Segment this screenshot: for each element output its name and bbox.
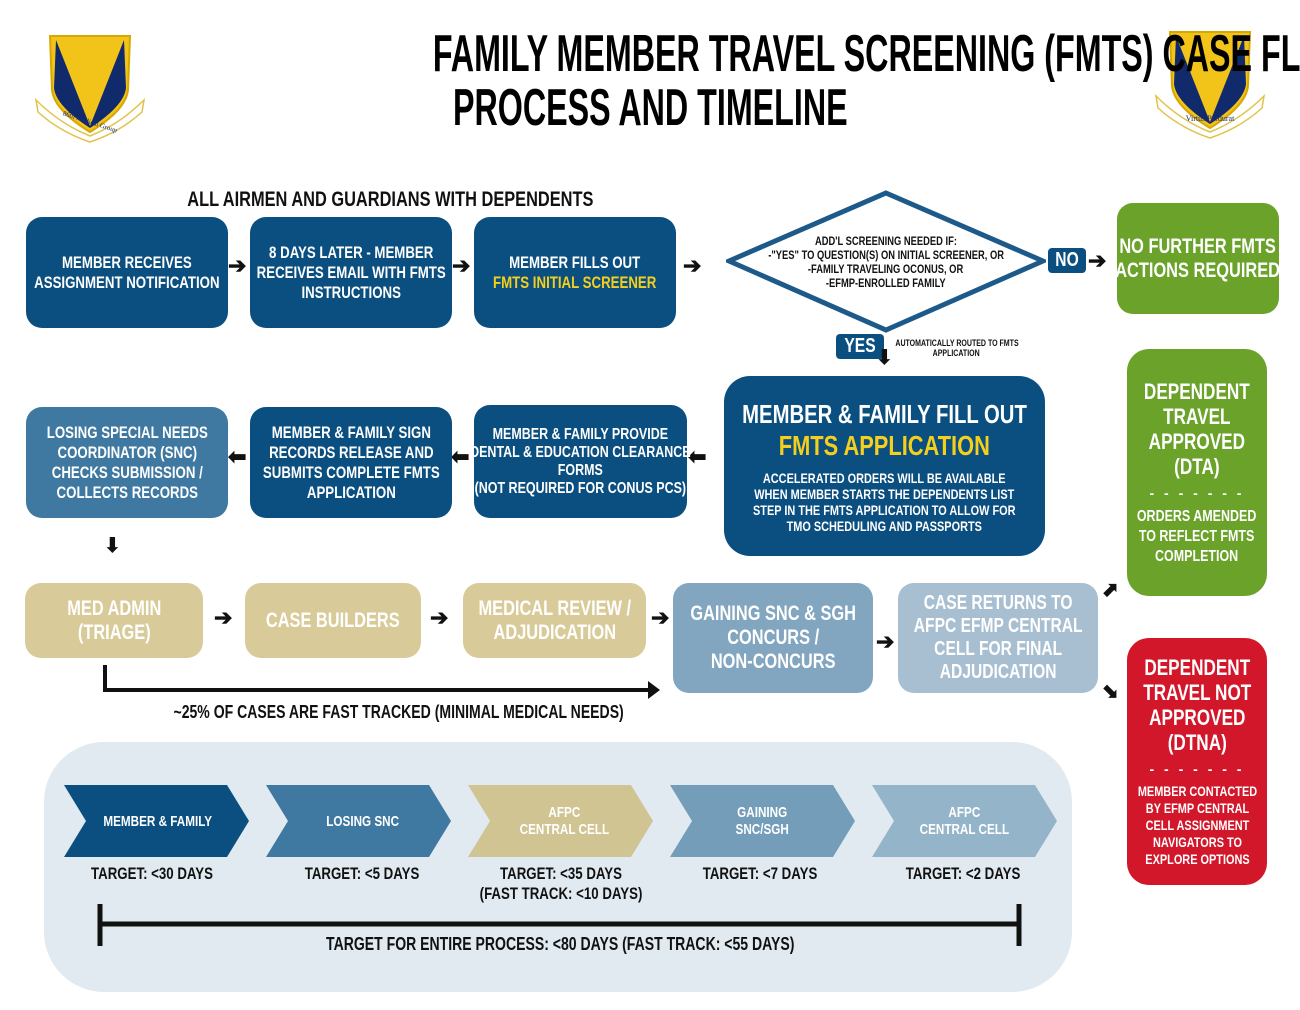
- step-medical-review: Medical Review /Adjudication: [463, 583, 646, 658]
- no-badge: NO: [1048, 248, 1086, 273]
- timeline-stage-label: Losing SNC: [326, 812, 399, 830]
- yes-badge: YES: [836, 334, 885, 359]
- right-logo: Virtus Perdurat: [1150, 24, 1270, 139]
- step-losing-snc: Losing Special NeedsCoordinator (SNC)che…: [26, 407, 228, 518]
- timeline-chevron: [64, 785, 249, 857]
- fast-track-connector: [103, 665, 660, 699]
- outcome-dtna: DependentTravel NotApproved(DTNA) - - - …: [1127, 638, 1267, 885]
- step-case-builders: Case Builders: [245, 583, 421, 658]
- arrow-down-icon: ⬇: [876, 347, 893, 369]
- arrow-right-icon: ➔: [683, 253, 702, 278]
- step-fmts-application: Member & Family fill out FMTS Applicatio…: [724, 376, 1045, 556]
- step-fmts-email: 8 days later - memberreceives email with…: [250, 217, 452, 328]
- arrow-right-icon: ➔: [214, 605, 233, 630]
- step-initial-screener: Member fills outFMTS Initial Screener: [474, 217, 676, 328]
- outcome-dta: DependentTravelApproved(DTA) - - - - - -…: [1127, 349, 1267, 596]
- timeline-target: Target: <35 Days(Fast Track: <10 Days): [479, 864, 643, 903]
- step-records-release: Member & Family signrecords release ands…: [250, 407, 452, 518]
- page-title-line-1: Family Member Travel Screening (FMTS) Ca…: [432, 25, 1300, 83]
- timeline-chevron: [670, 785, 855, 857]
- timeline-target: Target: <30 Days: [91, 864, 213, 883]
- fast-track-note: ~25% of cases are fast tracked (minimal …: [173, 702, 624, 722]
- timeline-chevron: [872, 785, 1057, 857]
- arrow-down-icon: ⬇: [104, 535, 121, 557]
- total-target: Target for entire process: <80 days (Fas…: [326, 934, 795, 954]
- arrow-right-icon: ➔: [651, 605, 670, 630]
- arrow-left-icon: ⬅: [451, 444, 470, 469]
- timeline-stage-label: GainingSNC/SGH: [735, 804, 790, 838]
- step-clearance-forms: Member & Family providedental & educatio…: [470, 405, 691, 518]
- section-label: All Airmen and Guardians with Dependents: [187, 188, 594, 211]
- page-title-line-2: Process and Timeline: [452, 79, 848, 137]
- timeline-target: Target: <5 Days: [304, 864, 420, 883]
- right-logo-banner-text: Virtus Perdurat: [1185, 114, 1235, 123]
- left-logo: 86th Medical Group: [30, 28, 150, 143]
- timeline-target: Target: <2 Days: [905, 864, 1021, 883]
- shield-emblem-icon: [34, 35, 146, 143]
- step-gaining-snc: Gaining SNC & SGHconcurs /non-concurs: [673, 583, 873, 693]
- arrow-right-icon: ➔: [876, 629, 895, 654]
- total-duration-bracket: [97, 904, 1022, 946]
- timeline-chevron: [266, 785, 451, 857]
- arrow-down-right-icon: ⬊: [1102, 681, 1119, 703]
- step-assignment-notification: Member receivesassignment notification: [26, 217, 228, 328]
- arrow-right-icon: ➔: [228, 253, 247, 278]
- timeline-target: Target: <7 Days: [702, 864, 818, 883]
- step-med-admin: Med Admin(Triage): [25, 583, 203, 658]
- timeline-stage-label: AFPCCentral Cell: [919, 804, 1010, 838]
- arrow-right-icon: ➔: [452, 253, 471, 278]
- shield-emblem-icon: [1154, 31, 1266, 139]
- decision-criteria: Add'l screening needed if: -"Yes" to que…: [768, 234, 1004, 290]
- arrow-up-right-icon: ⬈: [1102, 579, 1119, 601]
- timeline-chevron: [468, 785, 653, 857]
- timeline-stage-label: AFPCCentral Cell: [519, 804, 610, 838]
- timeline-panel: [44, 742, 1072, 992]
- timeline-stage-label: Member & Family: [103, 812, 212, 830]
- yes-note: Automatically routed to FMTS application: [894, 338, 1019, 358]
- decision-diamond: [726, 190, 1046, 333]
- outcome-no-further-action: No further FMTSactions required: [1116, 203, 1280, 314]
- arrow-left-icon: ⬅: [688, 444, 707, 469]
- step-final-adjudication: Case returns toAFPC EFMP CentralCell for…: [898, 583, 1098, 693]
- arrow-right-icon: ➔: [1088, 248, 1107, 273]
- timeline-chevrons: [64, 785, 1057, 857]
- arrow-left-icon: ⬅: [228, 444, 247, 469]
- arrow-right-icon: ➔: [430, 605, 449, 630]
